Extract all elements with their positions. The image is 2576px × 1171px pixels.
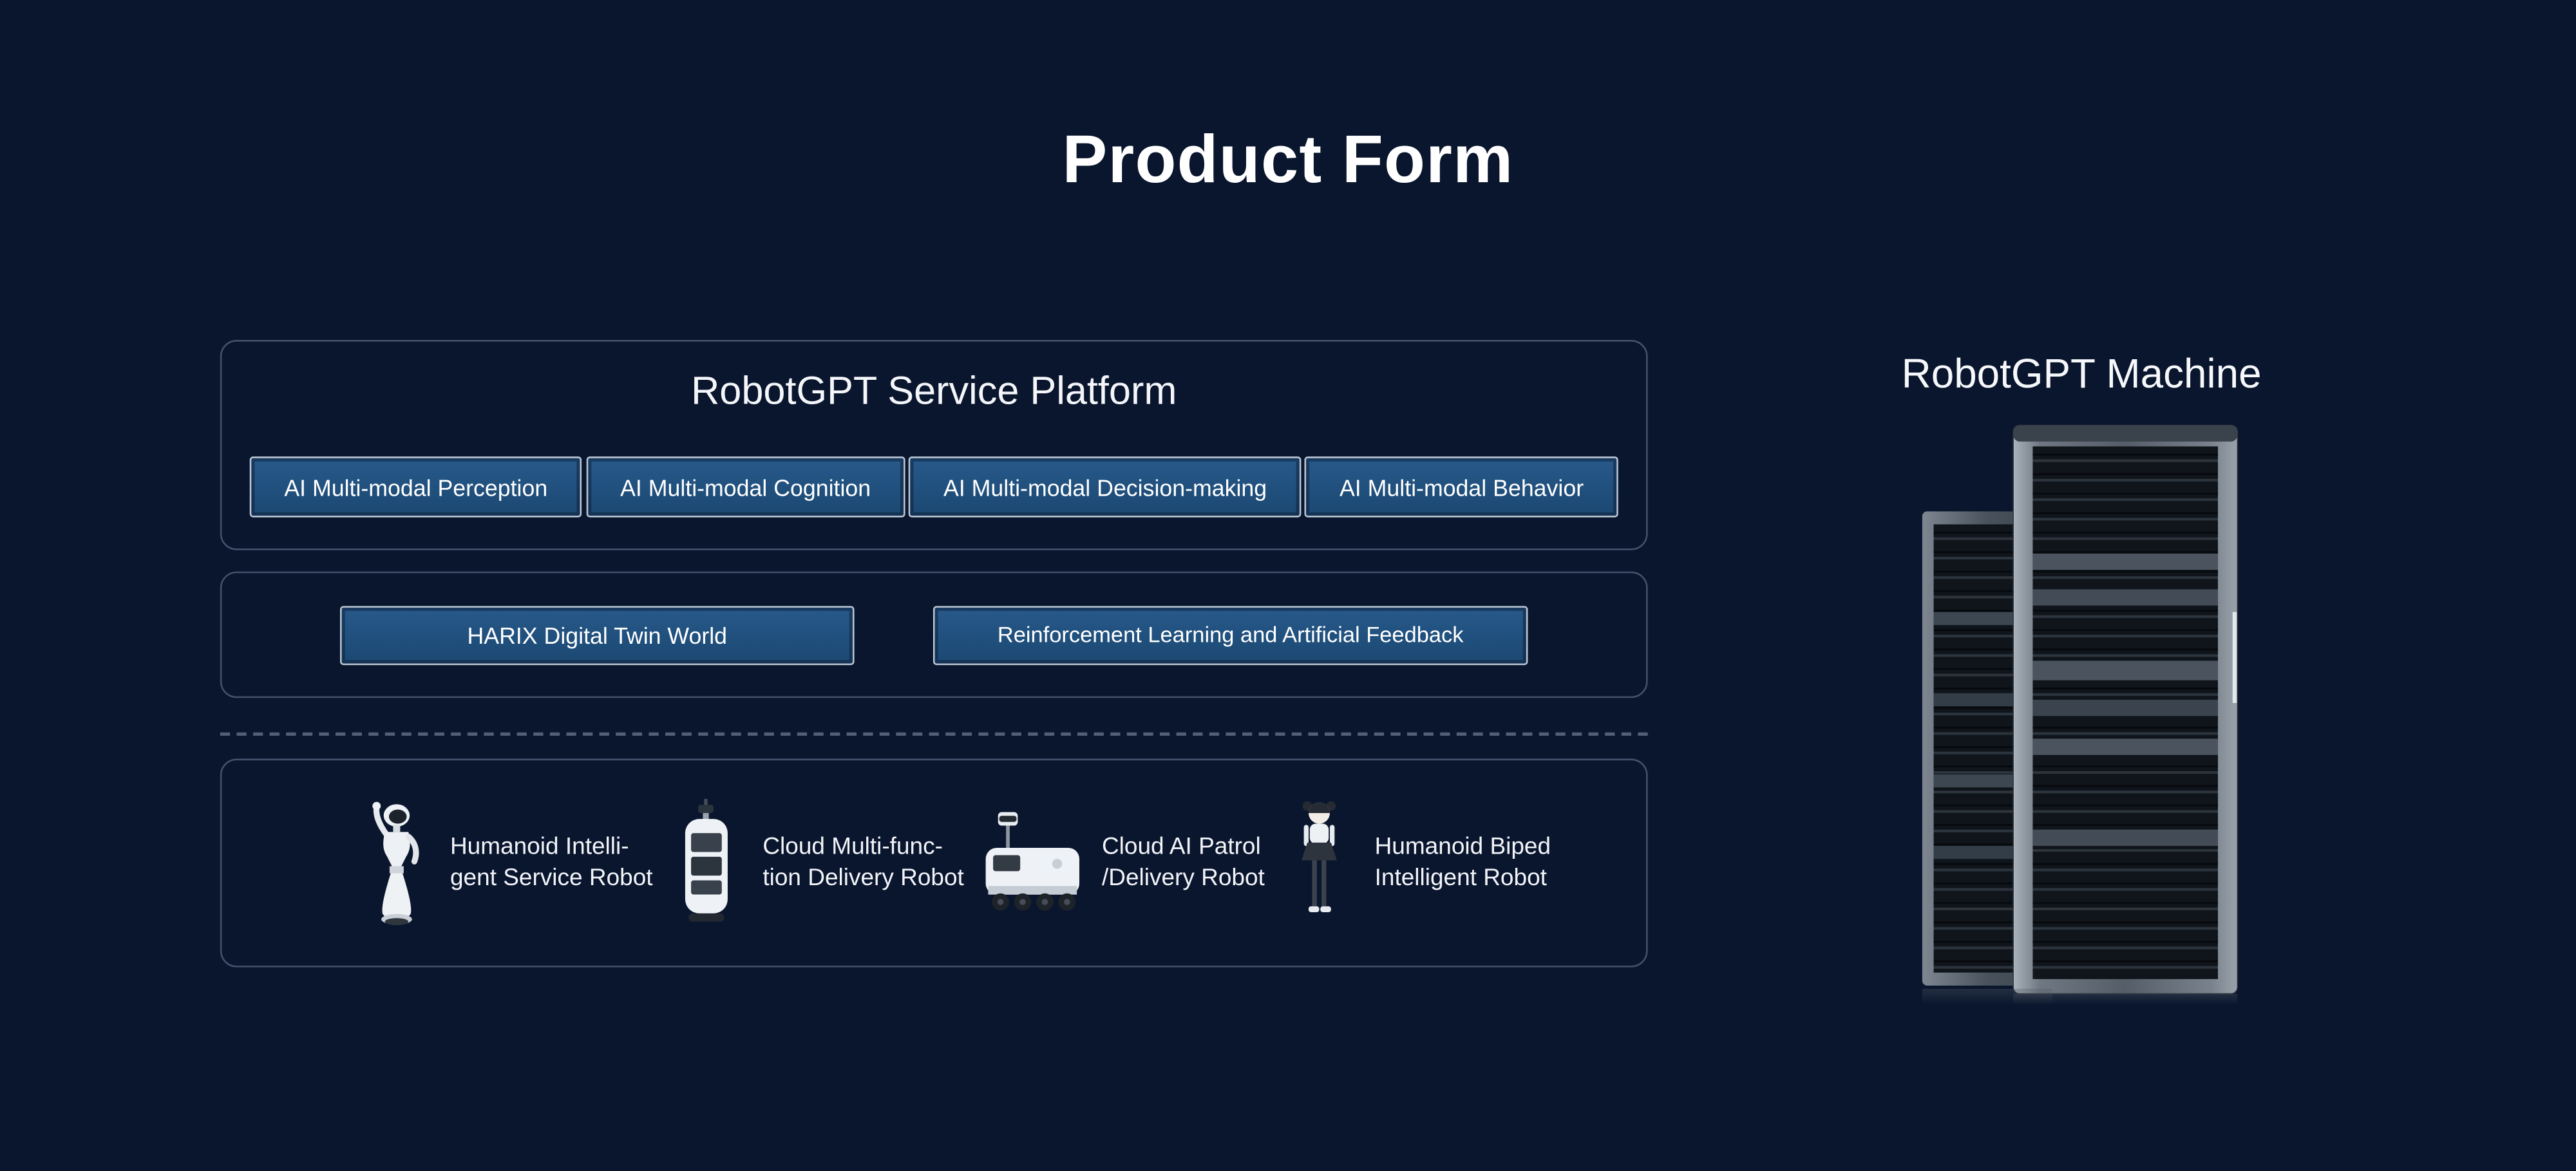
module-decision-making: AI Multi-modal Decision-making <box>909 456 1302 518</box>
module-cognition-label: AI Multi-modal Cognition <box>620 473 871 500</box>
biped-robot-icon <box>1281 781 1356 945</box>
robot-label-line1: Humanoid Intelli- <box>450 833 629 860</box>
delivery-robot-icon <box>669 781 744 945</box>
server-racks-icon <box>1919 420 2244 1006</box>
robot-label-humanoid-service: Humanoid Intelli- gent Service Robot <box>450 832 653 894</box>
robot-label-line1: Cloud Multi-func- <box>762 833 943 860</box>
robot-label-line2: /Delivery Robot <box>1101 865 1265 891</box>
platform-title: RobotGPT Service Platform <box>691 369 1177 414</box>
module-decision-making-label: AI Multi-modal Decision-making <box>943 473 1267 500</box>
module-perception-label: AI Multi-modal Perception <box>284 473 548 500</box>
robots-panel: Humanoid Intelli- gent Service Robot Cl <box>220 758 1648 968</box>
module-behavior: AI Multi-modal Behavior <box>1305 456 1618 518</box>
module-perception: AI Multi-modal Perception <box>249 456 582 518</box>
robot-label-line2: gent Service Robot <box>450 865 653 891</box>
page-title: Product Form <box>1062 121 1514 198</box>
harix-digital-twin-chip: HARIX Digital Twin World <box>340 605 855 664</box>
dashed-divider <box>220 732 1648 736</box>
robot-label-line1: Cloud AI Patrol <box>1101 833 1261 860</box>
humanoid-service-robot-icon <box>357 781 432 945</box>
robot-item-patrol: Cloud AI Patrol /Delivery Robot <box>980 781 1265 945</box>
patrol-robot-icon <box>980 781 1084 945</box>
module-behavior-label: AI Multi-modal Behavior <box>1339 473 1584 500</box>
platform-panel: RobotGPT Service Platform AI Multi-modal… <box>220 340 1648 550</box>
reinforcement-learning-label: Reinforcement Learning and Artificial Fe… <box>997 622 1464 648</box>
module-cognition: AI Multi-modal Cognition <box>585 456 905 518</box>
machine-title: RobotGPT Machine <box>1901 351 2262 398</box>
platform-module-row: AI Multi-modal Perception AI Multi-modal… <box>222 456 1646 518</box>
robot-item-delivery: Cloud Multi-func- tion Delivery Robot <box>669 781 964 945</box>
robot-label-patrol: Cloud AI Patrol /Delivery Robot <box>1102 832 1265 894</box>
robot-label-delivery: Cloud Multi-func- tion Delivery Robot <box>762 832 963 894</box>
robot-label-line1: Humanoid Biped <box>1374 833 1551 860</box>
robot-label-line2: tion Delivery Robot <box>762 865 964 891</box>
robot-item-biped: Humanoid Biped Intelligent Robot <box>1281 781 1551 945</box>
middle-panel: HARIX Digital Twin World Reinforcement L… <box>220 571 1648 698</box>
robot-item-humanoid-service: Humanoid Intelli- gent Service Robot <box>357 781 653 945</box>
robot-label-biped: Humanoid Biped Intelligent Robot <box>1375 832 1551 894</box>
robot-label-line2: Intelligent Robot <box>1374 865 1547 891</box>
reinforcement-learning-chip: Reinforcement Learning and Artificial Fe… <box>933 605 1528 664</box>
harix-digital-twin-label: HARIX Digital Twin World <box>467 621 728 648</box>
